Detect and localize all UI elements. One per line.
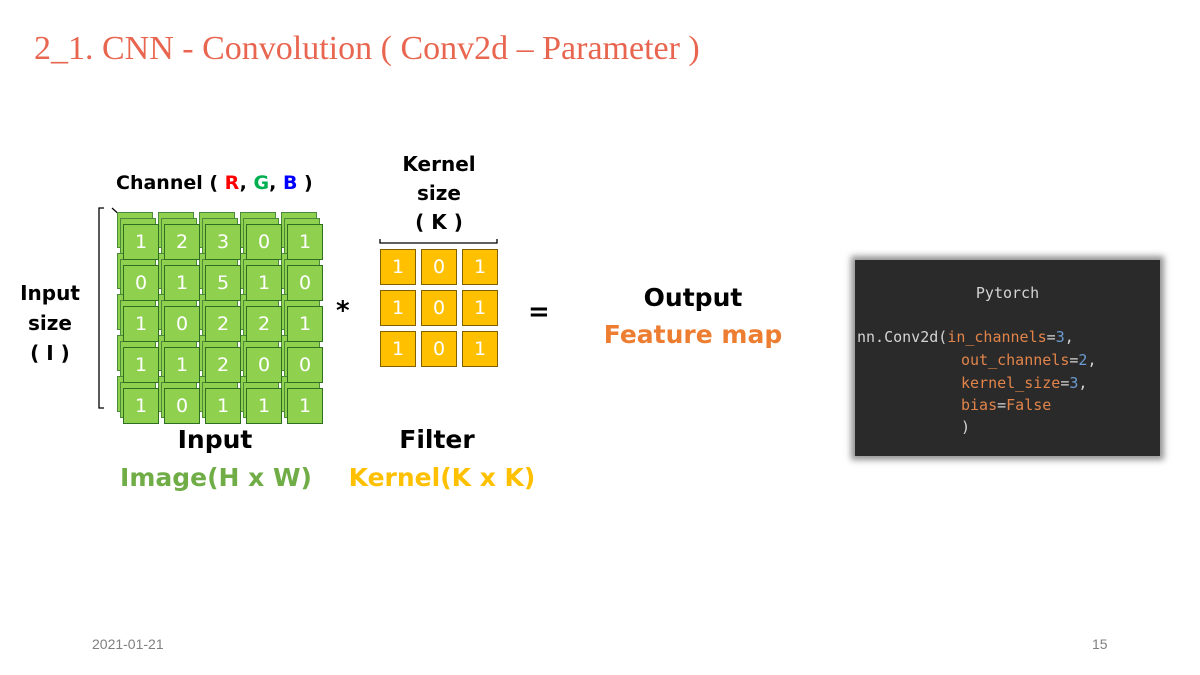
input-cell: 3 [205, 224, 241, 260]
input-cell: 2 [164, 224, 200, 260]
output-subcaption: Feature map [603, 320, 783, 349]
kernel-size-line: Kernel [402, 152, 476, 176]
filter-subcaption: Kernel(K x K) [348, 463, 536, 492]
channel-sep: , [239, 172, 254, 194]
code-param-name: bias [961, 396, 998, 414]
code-param-value: 3 [1055, 328, 1065, 346]
kernel-cell: 1 [380, 290, 416, 326]
input-size-line: size [28, 311, 72, 335]
input-caption: Input [177, 425, 253, 454]
code-param-value: 3 [1069, 374, 1079, 392]
output-caption: Output [643, 283, 743, 312]
input-cell: 1 [287, 388, 323, 424]
input-size-bracket [98, 207, 104, 409]
input-cell: 1 [123, 347, 159, 383]
code-call: nn.Conv2d( [857, 328, 948, 346]
code-line-1: nn.Conv2d(in_channels=3, [857, 328, 1074, 346]
code-title: Pytorch [975, 284, 1040, 302]
input-cell: 1 [246, 388, 282, 424]
input-size-line: Input [20, 281, 80, 305]
kernel-cell: 1 [462, 290, 498, 326]
input-cell: 1 [287, 224, 323, 260]
kernel-cell: 0 [421, 249, 457, 285]
kernel-cell: 0 [421, 331, 457, 367]
input-size-label: Input size ( I ) [10, 278, 90, 368]
input-cell: 1 [123, 388, 159, 424]
input-cell: 1 [123, 306, 159, 342]
input-cell: 5 [205, 265, 241, 301]
code-param-name: kernel_size [961, 374, 1061, 392]
filter-caption: Filter [399, 425, 475, 454]
input-cell: 0 [246, 224, 282, 260]
code-param-end: , [1078, 374, 1088, 392]
input-cell: 0 [287, 347, 323, 383]
code-line-2: out_channels=2, [961, 351, 1097, 369]
input-cell: 0 [246, 347, 282, 383]
input-cell: 1 [246, 265, 282, 301]
code-param-end: , [1064, 328, 1074, 346]
page-number: 15 [1092, 636, 1108, 652]
channel-g: G [253, 172, 270, 194]
input-cell: 2 [205, 306, 241, 342]
channel-suffix: ) [297, 172, 313, 194]
input-cell: 1 [287, 306, 323, 342]
kernel-cell: 1 [380, 331, 416, 367]
equals-operator: = [528, 297, 550, 327]
slide-title: 2_1. CNN - Convolution ( Conv2d – Parame… [34, 30, 700, 67]
input-size-line: ( I ) [30, 341, 70, 365]
input-cell: 1 [164, 265, 200, 301]
channel-label: Channel ( R, G, B ) [116, 172, 313, 194]
code-param-value: 2 [1078, 351, 1088, 369]
channel-r: R [224, 172, 240, 194]
convolution-operator: * [336, 296, 350, 326]
kernel-size-line: size [417, 181, 461, 205]
code-line-5: ) [961, 418, 971, 436]
kernel-cell: 1 [462, 249, 498, 285]
kernel-cell: 0 [421, 290, 457, 326]
footer-date: 2021-01-21 [92, 636, 164, 652]
input-cell: 1 [205, 388, 241, 424]
input-cell: 2 [246, 306, 282, 342]
kernel-cell: 1 [462, 331, 498, 367]
kernel-size-bracket [379, 239, 498, 244]
code-line-3: kernel_size=3, [961, 374, 1088, 392]
input-cell: 2 [205, 347, 241, 383]
code-line-4: bias=False [961, 396, 1052, 414]
code-param-name: out_channels [961, 351, 1070, 369]
kernel-size-label: Kernel size ( K ) [386, 150, 492, 237]
channel-prefix: Channel ( [116, 172, 225, 194]
input-subcaption: Image(H x W) [120, 463, 312, 492]
input-cell: 0 [164, 388, 200, 424]
code-param-end: , [1087, 351, 1097, 369]
kernel-size-line: ( K ) [415, 210, 463, 234]
input-cell: 0 [164, 306, 200, 342]
input-cell: 0 [123, 265, 159, 301]
code-param-name: in_channels [947, 328, 1047, 346]
channel-sep: , [269, 172, 283, 194]
code-param-value: False [1006, 396, 1052, 414]
input-cell: 0 [287, 265, 323, 301]
input-cell: 1 [164, 347, 200, 383]
kernel-cell: 1 [380, 249, 416, 285]
channel-b: B [282, 172, 298, 194]
pytorch-code-box: Pytorch nn.Conv2d(in_channels=3, out_cha… [855, 260, 1160, 456]
input-cell: 1 [123, 224, 159, 260]
